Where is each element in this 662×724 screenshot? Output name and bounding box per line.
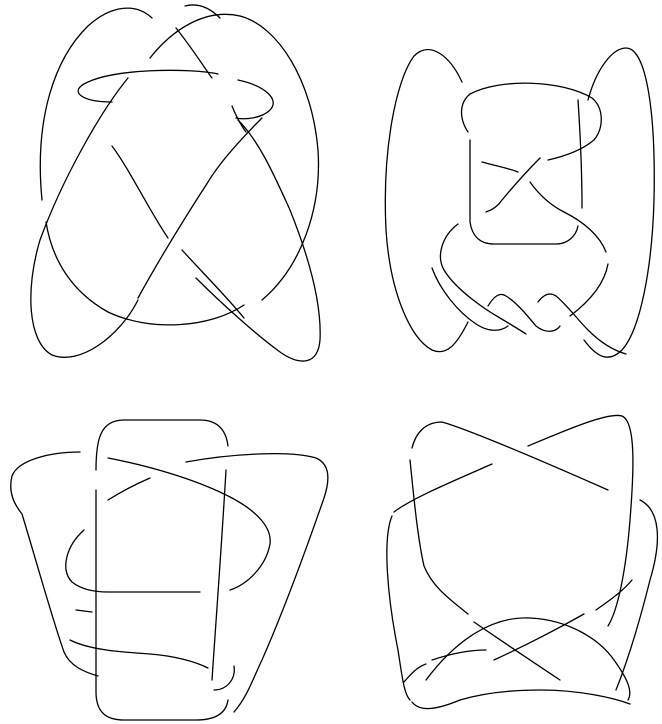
br-strand-1: [412, 422, 608, 490]
br-strand-6: [616, 500, 657, 690]
knot-bottom-right: [387, 415, 658, 708]
tl-strand-6: [196, 120, 320, 361]
bl-strand-6: [108, 458, 270, 590]
br-strand-4: [387, 516, 410, 700]
tl-strand-8: [236, 80, 273, 119]
tl-strand-2: [46, 222, 244, 325]
tr-strand-2: [584, 48, 654, 357]
tl-strand-3: [150, 14, 318, 300]
br-strand-2: [394, 464, 492, 512]
br-strand-11: [432, 650, 486, 660]
bl-strand-7: [108, 478, 150, 500]
tr-strand-10: [570, 264, 608, 316]
br-strand-5: [410, 460, 468, 614]
br-strand-10: [494, 614, 584, 660]
tl-strand-5: [31, 78, 138, 357]
tr-strand-5: [578, 100, 582, 208]
tr-strand-9: [440, 224, 526, 334]
knot-top-left: [31, 5, 320, 361]
bl-strand-10: [214, 666, 234, 690]
tr-strand-11: [488, 294, 560, 331]
bl-strand-4: [11, 452, 98, 676]
bl-strand-2: [96, 490, 228, 720]
bl-strand-9: [70, 640, 208, 668]
tl-strand-11: [138, 118, 262, 298]
tl-strand-1: [40, 8, 152, 200]
tr-strand-12: [538, 294, 626, 354]
bl-strand-1: [96, 420, 228, 470]
tr-strand-6: [482, 162, 518, 172]
br-strand-8: [412, 690, 630, 709]
bl-strand-8: [66, 530, 200, 592]
br-strand-12: [596, 580, 632, 610]
tl-strand-7: [78, 70, 218, 102]
tr-strand-4: [470, 140, 578, 244]
knot-top-right: [385, 48, 654, 357]
bl-strand-11: [76, 610, 92, 612]
tr-strand-13: [432, 268, 508, 330]
br-strand-9: [474, 622, 560, 680]
tl-strand-4: [185, 5, 220, 18]
tl-strand-10: [182, 250, 244, 318]
bl-strand-5: [186, 454, 328, 712]
tl-strand-9: [112, 146, 168, 238]
br-strand-13: [404, 664, 426, 682]
knot-bottom-left: [11, 420, 328, 720]
bl-strand-3: [212, 470, 226, 680]
